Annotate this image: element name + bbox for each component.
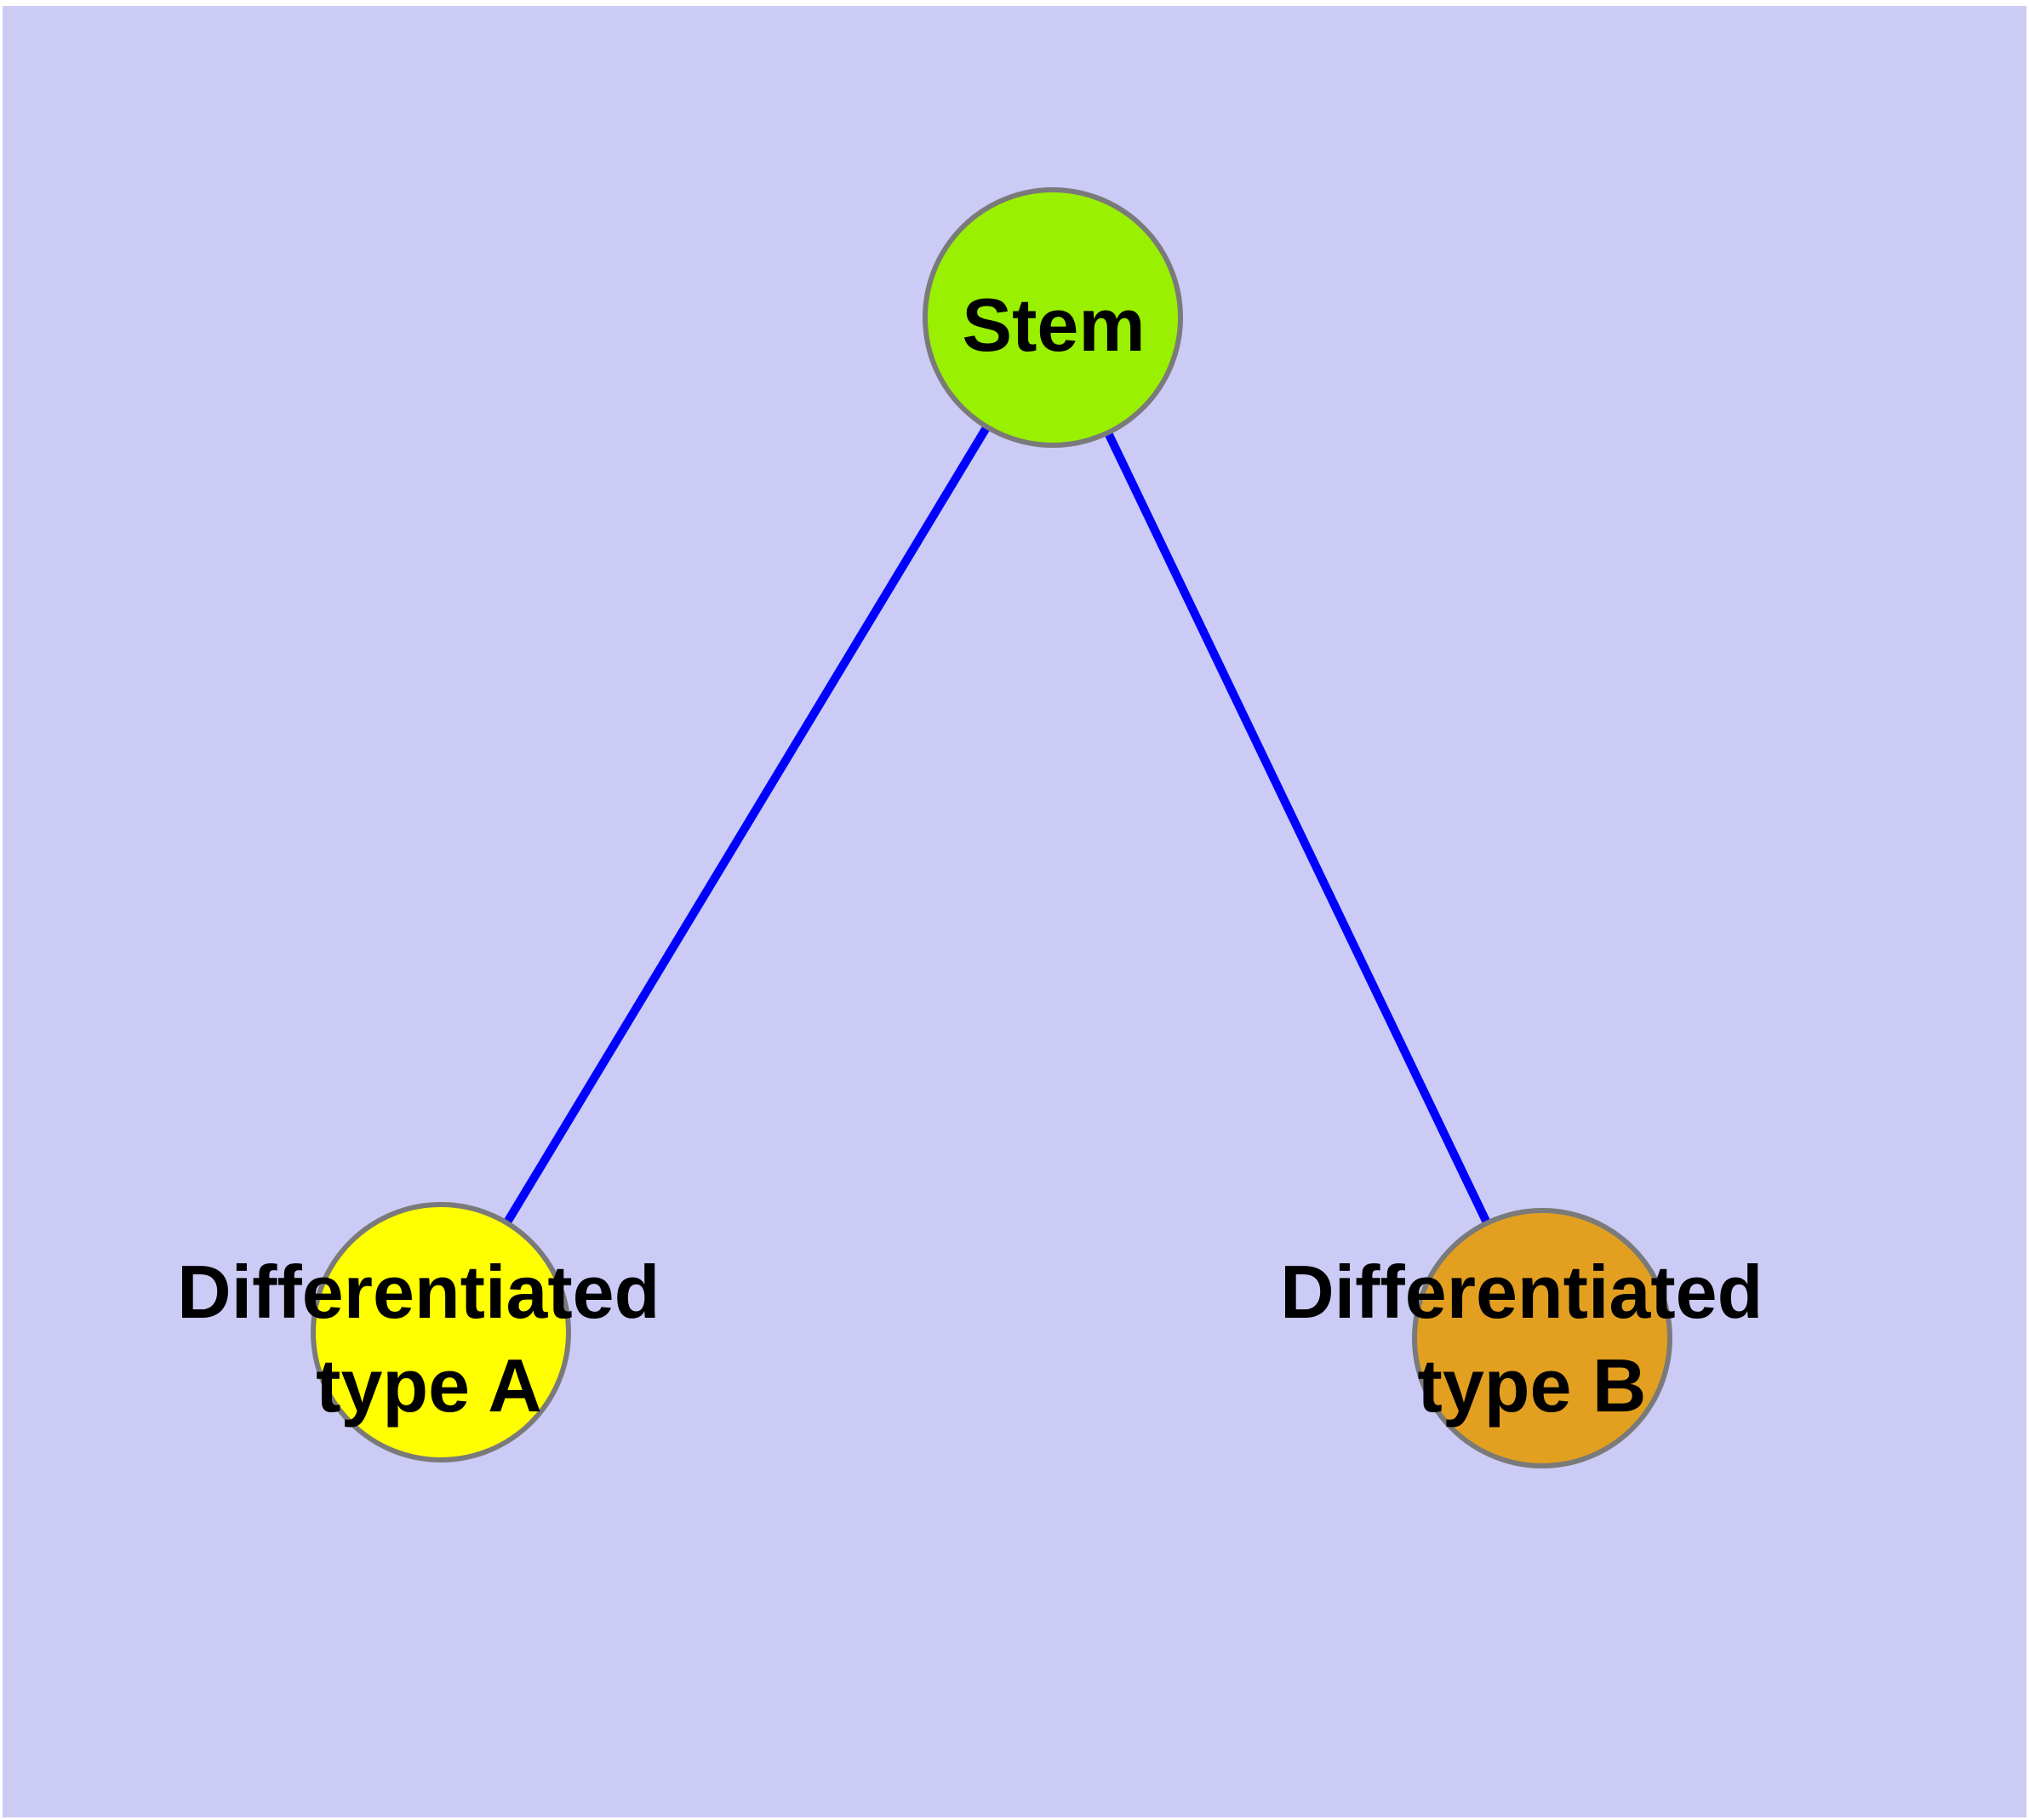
- node-label-type-b: Differentiated type B: [1280, 1250, 1784, 1428]
- node-differentiated-type-b: [1412, 1208, 1672, 1468]
- node-label-type-a: Differentiated type A: [177, 1250, 681, 1428]
- node-stem: [923, 187, 1183, 448]
- node-label-type-a-line1: Differentiated: [177, 1250, 660, 1334]
- edge-stem-to-type-b: [1049, 315, 1546, 1341]
- edge-stem-to-type-a: [437, 315, 1057, 1335]
- node-label-type-a-line2: type A: [316, 1343, 542, 1428]
- node-differentiated-type-a: [311, 1202, 571, 1462]
- node-label-type-b-line1: Differentiated: [1280, 1250, 1763, 1334]
- node-label-type-b-line2: type B: [1418, 1343, 1647, 1428]
- node-label-stem: Stem: [962, 283, 1145, 367]
